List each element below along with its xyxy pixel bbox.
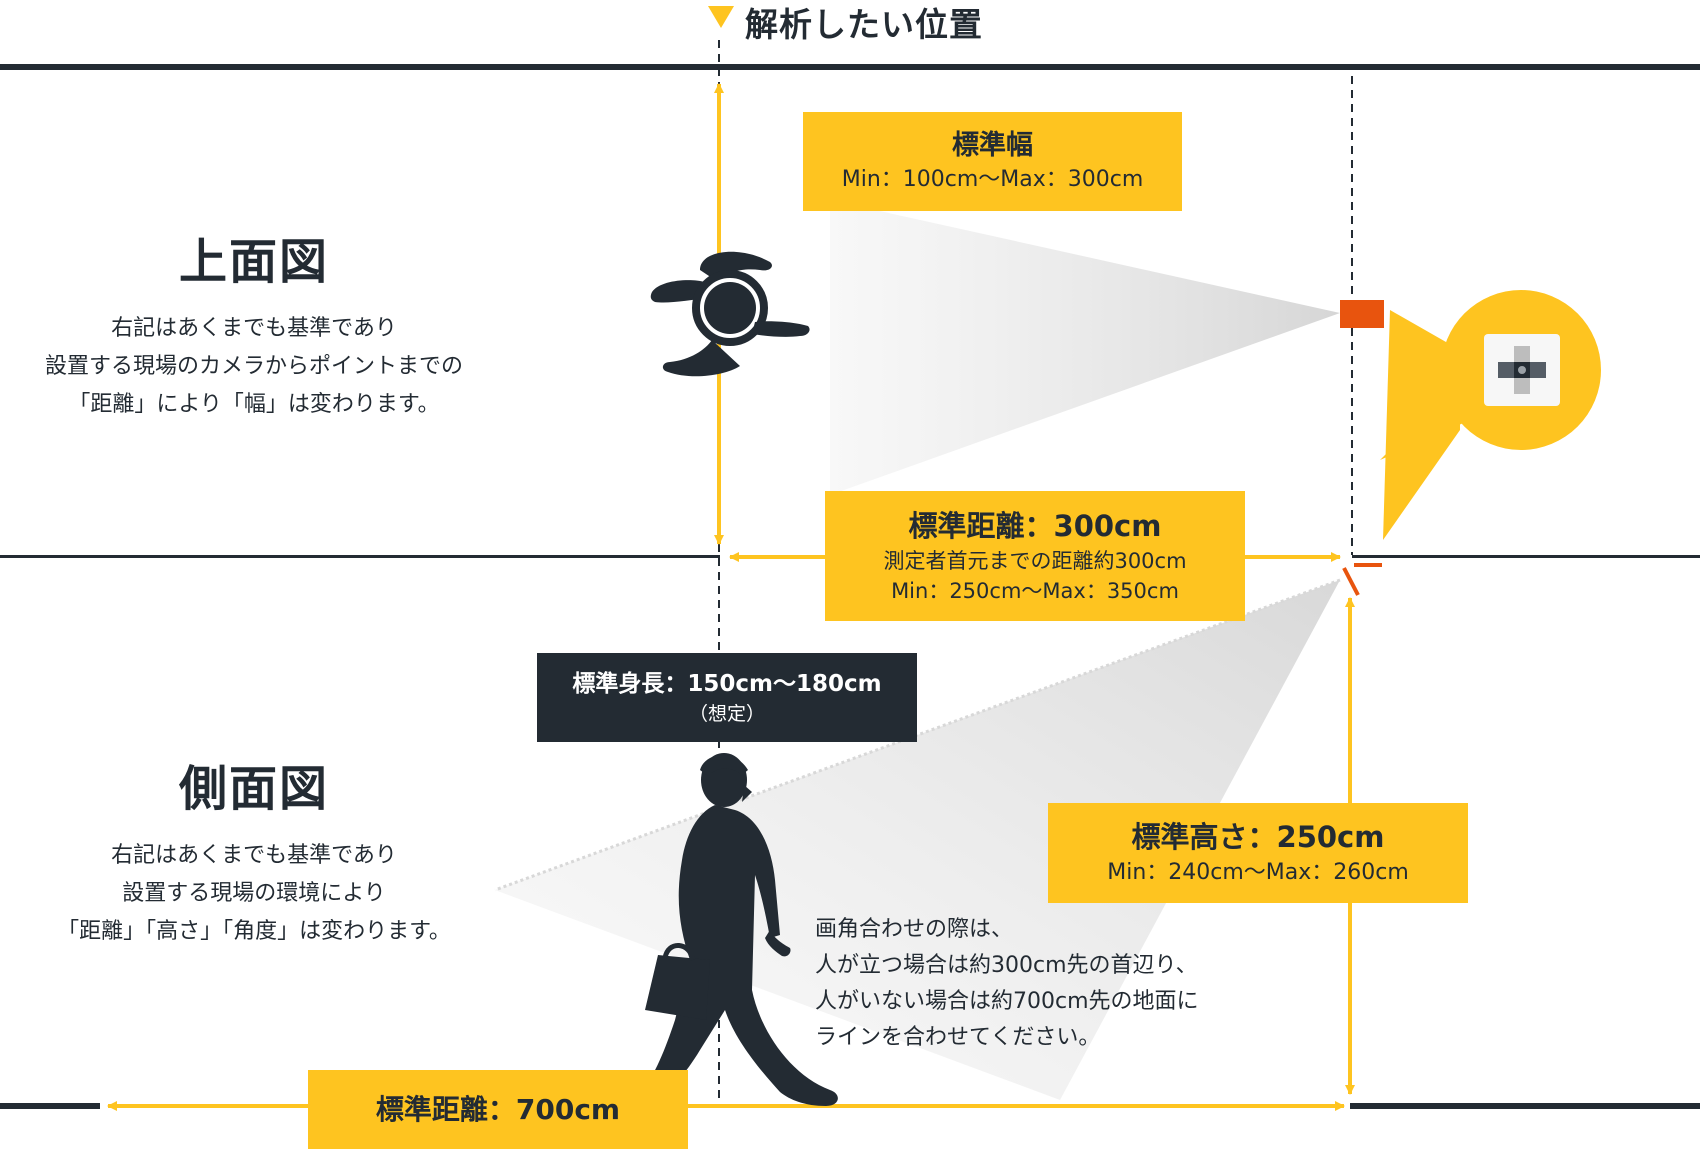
note-line-4: ラインを合わせてください。 [815,1025,1101,1050]
note-line-3: 人がいない場合は約700cm先の地面に [815,989,1199,1014]
side-view-desc-line-1: 右記はあくまでも基準であり [111,843,397,868]
standard-person-height-box: 標準身長：150cm〜180cm （想定） [537,653,917,742]
standard-width-box: 標準幅 Min：100cm〜Max：300cm [803,112,1182,211]
top-view-desc-line-3: 「距離」により「幅」は変わります。 [68,392,440,417]
analysis-position-label: 解析したい位置 [745,5,983,44]
standard-distance-range: Min：250cm〜Max：350cm [891,579,1179,603]
middle-road-line [0,555,720,558]
side-view-title: 側面図 [178,761,329,817]
standard-width-title: 標準幅 [952,129,1033,161]
side-view-person-icon [640,753,838,1106]
marker-triangle-icon [708,6,734,28]
standard-person-height-sub: （想定） [688,702,765,725]
standard-floor-distance-title: 標準距離：700cm [375,1092,621,1126]
standard-distance-title: 標準距離：300cm [908,509,1162,543]
floor-line-right [1350,1103,1700,1109]
standard-person-height-title: 標準身長：150cm〜180cm [572,670,882,697]
standard-camera-height-title: 標準高さ：250cm [1131,820,1385,854]
standard-camera-height-box: 標準高さ：250cm Min：240cm〜Max：260cm [1048,803,1468,903]
angle-adjustment-note: 画角合わせの際は、 人が立つ場合は約300cm先の首辺り、 人がいない場合は約7… [815,912,1199,1056]
note-line-2: 人が立つ場合は約300cm先の首辺り、 [815,953,1198,978]
side-view-upper-ray [494,578,1341,892]
camera-callout [1380,290,1601,540]
top-view-title: 上面図 [178,234,329,290]
top-view-field-of-view [830,200,1340,495]
side-view-desc-line-3: 「距離」「高さ」「角度」は変わります。 [57,919,451,944]
note-line-1: 画角合わせの際は、 [815,917,1014,942]
standard-width-range: Min：100cm〜Max：300cm [841,166,1144,192]
middle-road-line-right [1352,555,1700,558]
camera-top-view-icon [1340,300,1384,328]
top-view-description: 右記はあくまでも基準であり 設置する現場のカメラからポイントまでの 「距離」によ… [0,310,508,424]
standard-camera-height-range: Min：240cm〜Max：260cm [1107,860,1409,885]
side-view-description: 右記はあくまでも基準であり 設置する現場の環境により 「距離」「高さ」「角度」は… [0,837,508,951]
standard-distance-box: 標準距離：300cm 測定者首元までの距離約300cm Min：250cm〜Ma… [825,491,1245,621]
top-view-desc-line-2: 設置する現場のカメラからポイントまでの [44,354,463,379]
top-view-desc-line-1: 右記はあくまでも基準であり [111,316,397,341]
side-view-field-of-view [495,580,1340,1100]
standard-distance-sub: 測定者首元までの距離約300cm [883,549,1187,573]
top-road-line [0,64,1700,70]
camera-side-view-icon [1342,563,1382,596]
floor-line-left [0,1103,100,1109]
top-view-person-icon [650,251,810,377]
side-view-desc-line-2: 設置する現場の環境により [122,881,386,906]
standard-floor-distance-box: 標準距離：700cm [308,1070,688,1149]
